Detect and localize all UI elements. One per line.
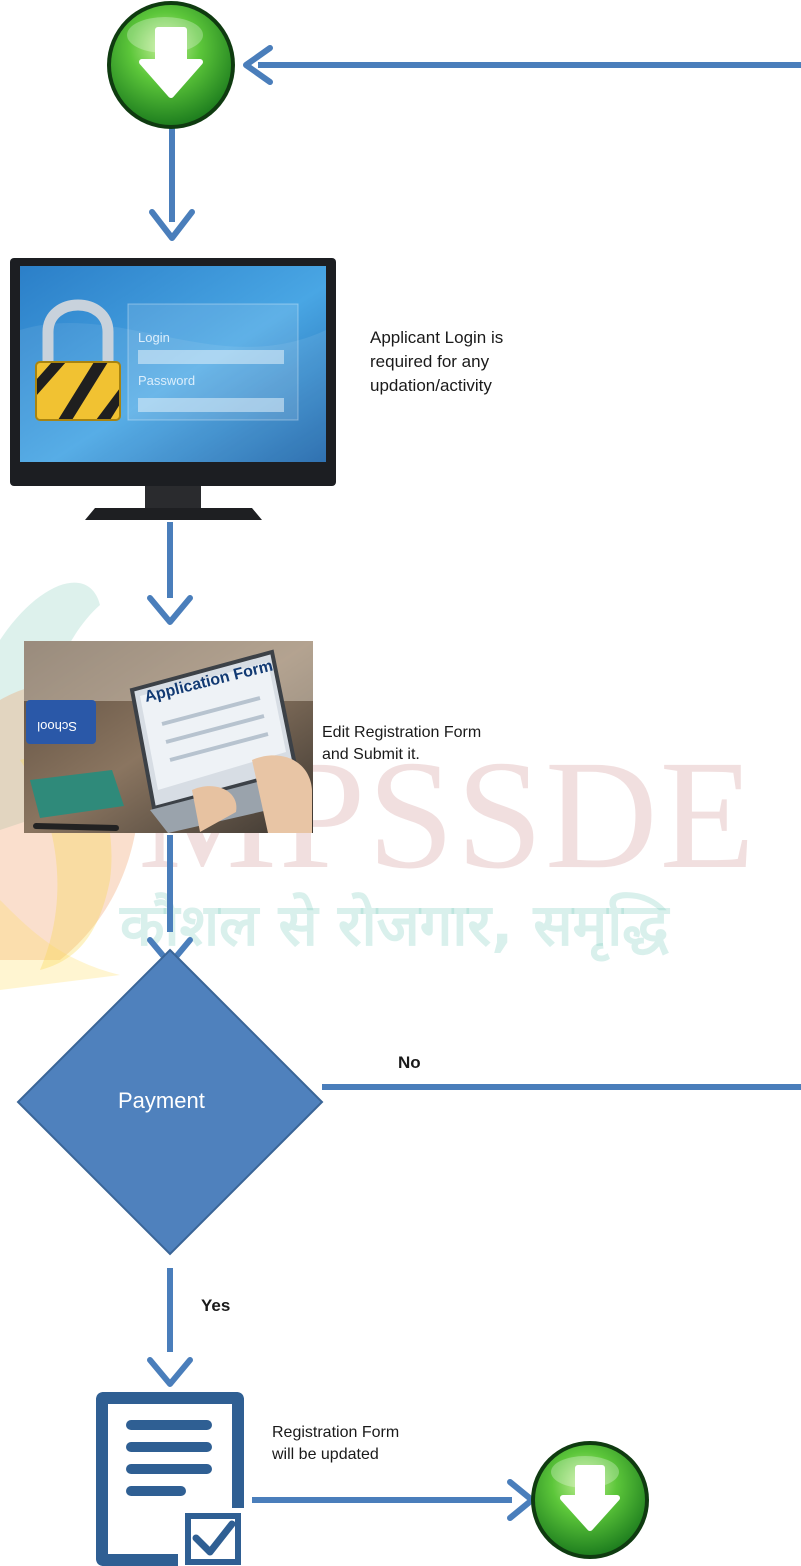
start-green-down-arrow-icon [107, 1, 235, 129]
monitor-password-label: Password [138, 373, 195, 388]
login-note-line-3: updation/activity [370, 376, 492, 395]
application-form-image: School Application Form [24, 641, 313, 833]
login-monitor-image: Login Password [0, 252, 338, 520]
arrowhead-login [149, 209, 195, 241]
updated-note-line-2: will be updated [272, 1446, 379, 1463]
book-label: School [37, 719, 77, 734]
yes-branch-label: Yes [201, 1296, 231, 1315]
arrowhead-loop [243, 45, 273, 85]
arrowhead-doc [147, 1357, 193, 1387]
payment-decision-diamond [16, 948, 324, 1256]
monitor-login-label: Login [138, 330, 170, 345]
end-green-down-arrow-icon [531, 1441, 649, 1559]
edit-form-note: Edit Registration Form and Submit it. [322, 722, 481, 766]
edit-note-line-1: Edit Registration Form [322, 724, 482, 741]
login-note-line-1: Applicant Login is [370, 328, 504, 347]
no-branch-label: No [398, 1053, 421, 1072]
login-note: Applicant Login is required for any upda… [370, 326, 503, 398]
connectors [167, 62, 801, 1503]
decision-label: Payment [118, 1088, 205, 1113]
login-note-line-2: required for any [370, 352, 490, 371]
arrowhead-form [147, 595, 193, 625]
updated-note-line-1: Registration Form [272, 1424, 400, 1441]
arrowhead-end [507, 1479, 535, 1521]
edit-note-line-2: and Submit it. [322, 746, 420, 763]
checklist-document-icon [96, 1392, 244, 1566]
updated-note: Registration Form will be updated [272, 1422, 399, 1466]
watermark-tagline: कौशल से रोजगार, समृद्धि [120, 891, 669, 959]
